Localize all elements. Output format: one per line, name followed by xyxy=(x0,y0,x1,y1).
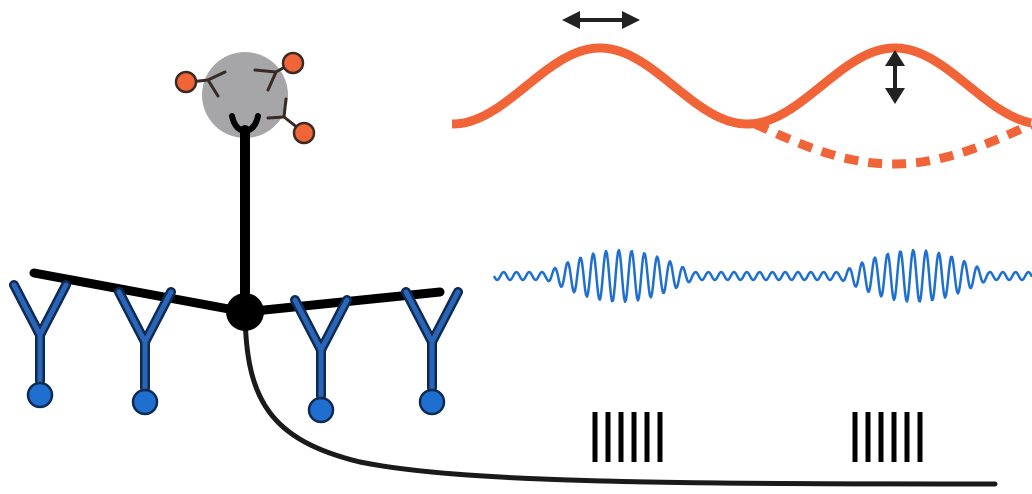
y-receptor-icon xyxy=(114,287,176,416)
soma xyxy=(226,293,264,331)
slow-wave-dashed xyxy=(753,119,1032,169)
frequency-arrow-icon xyxy=(562,11,640,29)
slow-wave-solid xyxy=(451,43,1032,129)
y-receptor-icon xyxy=(290,295,352,424)
slow-oscillation xyxy=(451,43,1032,169)
basal-dendrite-left xyxy=(29,268,250,317)
receptor-ball xyxy=(26,381,54,409)
receptor-ball xyxy=(131,388,159,416)
receptor-ball xyxy=(307,396,335,424)
axon xyxy=(242,309,998,487)
amplitude-arrow-icon xyxy=(885,50,905,104)
fast-wave xyxy=(492,248,1032,304)
ligand-molecule xyxy=(266,97,316,145)
spike-trains xyxy=(592,412,923,462)
y-receptor-icon xyxy=(401,287,463,416)
receptor-ball xyxy=(418,388,446,416)
y-receptor-icon xyxy=(9,280,71,409)
ligand-molecule xyxy=(174,70,227,98)
receptor-group xyxy=(9,280,463,424)
ligand-molecule xyxy=(253,51,305,92)
